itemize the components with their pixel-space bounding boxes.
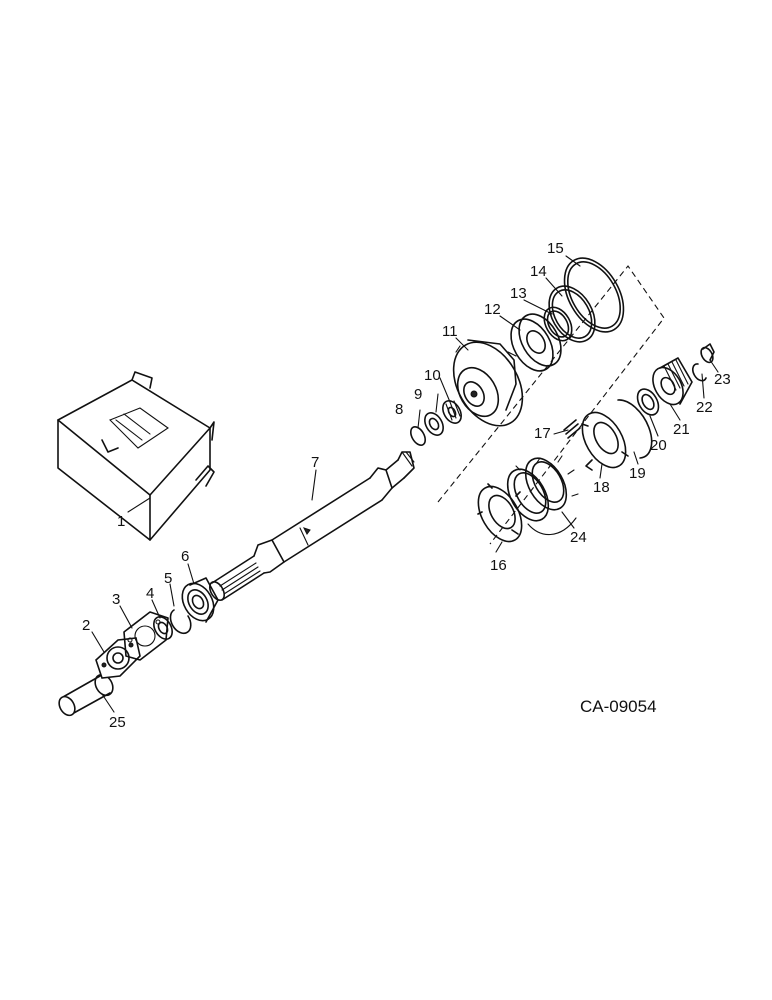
- callout-25: 25: [109, 714, 126, 731]
- part-12-disc: [510, 313, 562, 372]
- callout-2: 2: [82, 617, 90, 634]
- part-17-spring: [563, 419, 581, 439]
- part-21-gear: [652, 357, 693, 406]
- callout-8: 8: [395, 401, 403, 418]
- group-outline: [437, 265, 665, 545]
- callout-11: 11: [442, 323, 458, 340]
- callout-7: 7: [311, 454, 319, 471]
- callout-22: 22: [696, 399, 713, 416]
- part-22-snap-ring: [692, 363, 707, 382]
- callout-16: 16: [490, 557, 507, 574]
- callout-labels: 1 2 3 4 5 6 7 8 9 10 11 12 13 14 15 16 1…: [82, 240, 731, 731]
- part-20-washer: [636, 388, 660, 416]
- part-24-clutch-pack: [506, 455, 579, 536]
- callout-17: 17: [534, 425, 551, 442]
- callout-3: 3: [112, 591, 120, 608]
- part-11-hub: [452, 339, 524, 427]
- callout-12: 12: [484, 301, 501, 318]
- leader-lines: [91, 255, 719, 713]
- drawing-code: CA-09054: [580, 697, 657, 716]
- part-1-shield: [57, 371, 215, 541]
- part-9-washer: [424, 412, 444, 436]
- callout-18: 18: [593, 479, 610, 496]
- callout-9: 9: [414, 386, 422, 403]
- callout-21: 21: [673, 421, 690, 438]
- part-18-retainer: [581, 411, 629, 471]
- part-15-ring: [563, 257, 625, 333]
- part-3-gasket: [123, 611, 169, 661]
- part-5-snap-ring: [169, 609, 192, 635]
- callout-15: 15: [547, 240, 564, 257]
- part-16-plate: [477, 483, 523, 543]
- callout-5: 5: [164, 570, 172, 587]
- part-25-sleeve: [58, 673, 114, 717]
- part-8-snap-ring: [409, 426, 427, 446]
- callout-20: 20: [650, 437, 667, 454]
- callout-6: 6: [181, 548, 189, 565]
- part-23-plug: [700, 343, 715, 364]
- part-4-washer: [153, 616, 173, 640]
- part-14-seal: [548, 285, 596, 343]
- part-2-cap: [95, 637, 141, 679]
- callout-24: 24: [570, 529, 587, 546]
- callout-14: 14: [530, 263, 547, 280]
- callout-13: 13: [510, 285, 527, 302]
- part-6-bearing: [181, 577, 219, 623]
- callout-1: 1: [117, 513, 125, 530]
- callout-10: 10: [424, 367, 441, 384]
- part-19-snap-ring: [617, 399, 653, 459]
- part-10-needle-bearing: [442, 400, 462, 424]
- callout-4: 4: [146, 585, 154, 602]
- part-7-shaft: [208, 451, 415, 601]
- callout-23: 23: [714, 371, 731, 388]
- callout-19: 19: [629, 465, 646, 482]
